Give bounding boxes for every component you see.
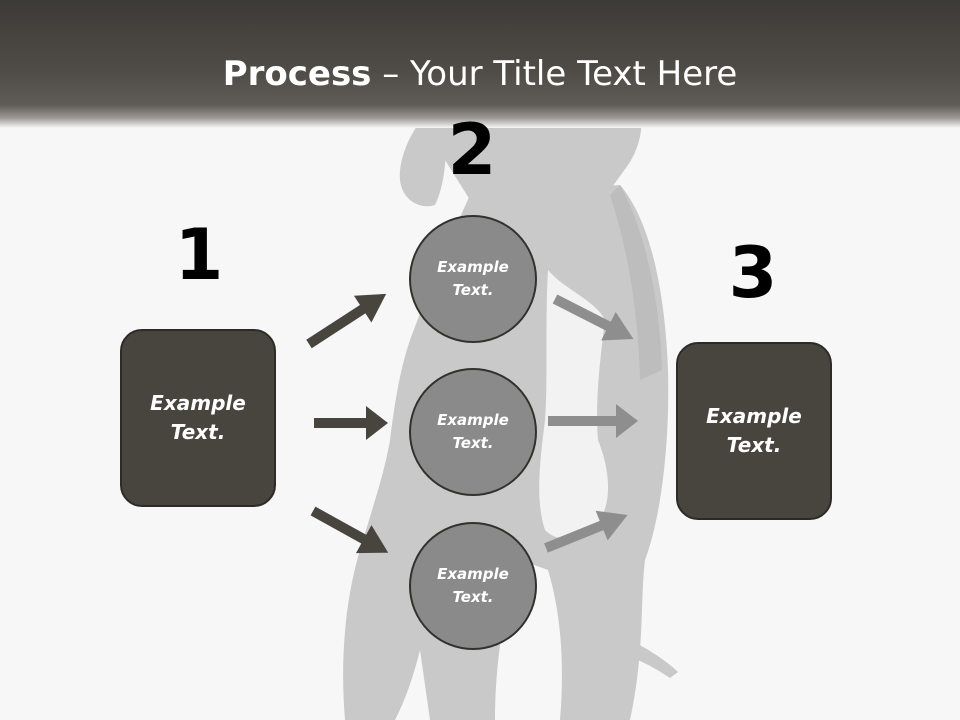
circle-text: Example Text.	[437, 565, 509, 606]
arrow-up-right-icon	[544, 510, 628, 553]
step-3-box[interactable]: Example Text.	[676, 342, 832, 520]
step-number-3: 3	[728, 232, 778, 314]
step-2-circle-top[interactable]: Example Text.	[409, 215, 537, 343]
arrow-right-icon	[314, 406, 388, 440]
title-rest: – Your Title Text Here	[371, 54, 738, 94]
step-1-box[interactable]: Example Text.	[120, 329, 276, 507]
step-2-circle-bottom[interactable]: Example Text.	[409, 522, 537, 650]
step-1-text: Example Text.	[150, 391, 246, 444]
circle-text: Example Text.	[437, 258, 509, 299]
arrow-up-right-icon	[306, 293, 387, 349]
step-number-1: 1	[174, 214, 224, 296]
arrow-down-right-icon	[552, 294, 634, 341]
slide-title: Process – Your Title Text Here	[0, 52, 960, 96]
title-banner: Process – Your Title Text Here	[0, 0, 960, 128]
arrow-right-icon	[548, 404, 638, 438]
circle-text: Example Text.	[437, 411, 509, 452]
title-bold: Process	[222, 54, 372, 94]
arrow-down-right-icon	[310, 506, 389, 554]
step-2-circle-middle[interactable]: Example Text.	[409, 368, 537, 496]
step-number-2: 2	[447, 109, 497, 191]
step-3-text: Example Text.	[706, 404, 802, 457]
